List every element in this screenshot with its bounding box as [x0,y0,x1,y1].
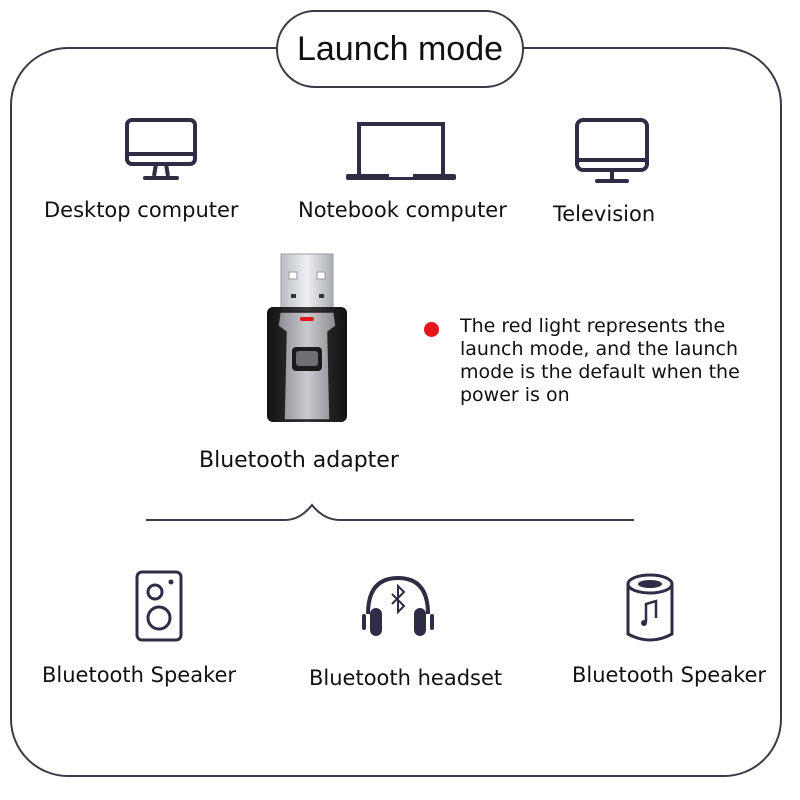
red-led-indicator [300,317,314,321]
cylinder-speaker-icon [626,573,674,642]
adapter-label: Bluetooth adapter [199,448,399,473]
brace-divider [146,503,634,521]
source-label-desktop: Desktop computer [44,198,239,222]
title-pill: Launch mode [276,10,524,88]
page-title: Launch mode [296,29,504,68]
usb-bluetooth-adapter-image [267,253,347,422]
bluetooth-headphones-icon [362,575,434,636]
speaker-icon [135,570,183,642]
target-label-speaker-2: Bluetooth Speaker [572,663,767,687]
source-label-notebook: Notebook computer [298,198,507,222]
red-light-bullet-icon [424,322,439,337]
television-icon [575,118,649,183]
desktop-monitor-icon [125,118,197,180]
target-label-speaker-1: Bluetooth Speaker [42,663,237,687]
target-label-headset: Bluetooth headset [309,666,503,690]
bluetooth-symbol [391,583,406,615]
source-label-television: Television [553,202,656,226]
red-light-note: The red light represents the launch mode… [460,315,740,406]
laptop-icon [346,122,456,180]
